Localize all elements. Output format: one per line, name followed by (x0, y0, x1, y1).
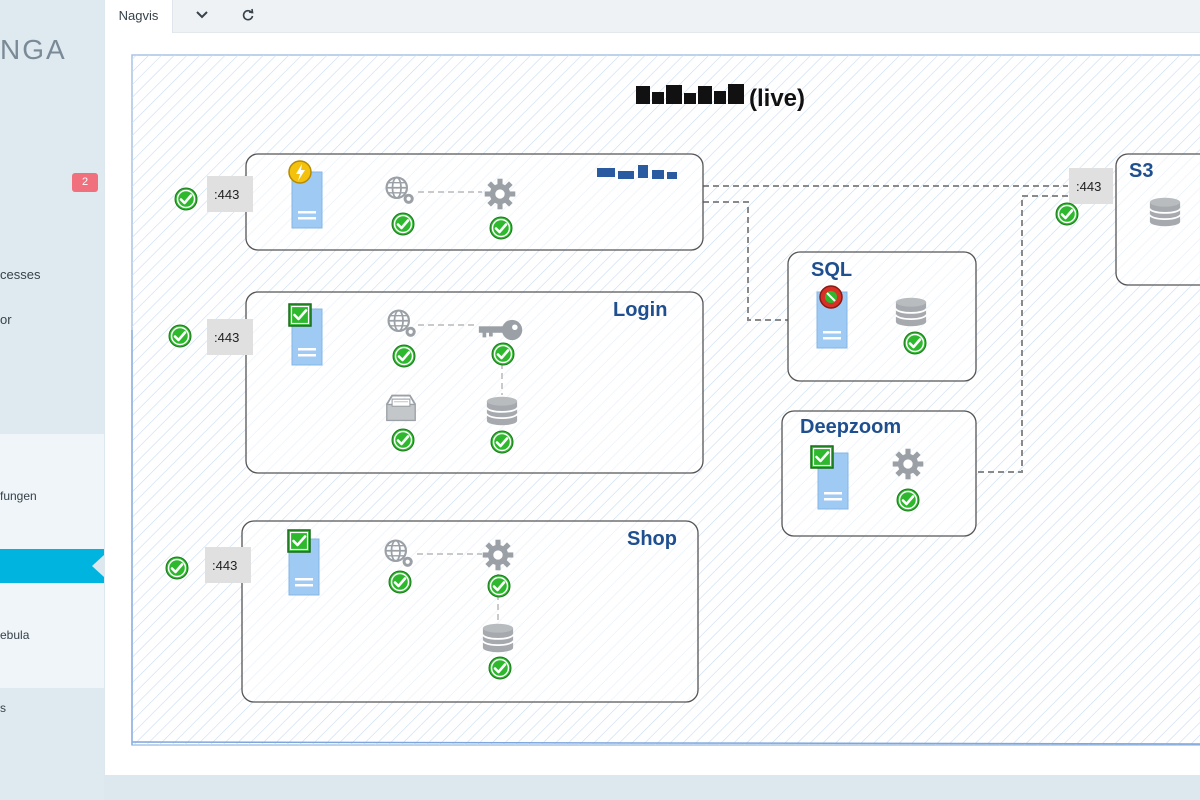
database-icon[interactable] (894, 296, 928, 328)
sidebar-item-nebula[interactable]: ebula (0, 628, 30, 642)
port-label: :443 (212, 558, 237, 573)
active-indicator-arrow (92, 555, 104, 577)
database-icon[interactable] (481, 622, 515, 654)
ok-status-icon[interactable] (174, 187, 198, 211)
tab-nagvis[interactable]: Nagvis (105, 0, 173, 33)
sidebar-item-settings[interactable]: s (0, 701, 6, 715)
chevron-down-icon[interactable] (191, 6, 213, 28)
map-title: (live) (636, 84, 805, 112)
group-box-shop[interactable] (241, 520, 699, 703)
ok-status-icon[interactable] (168, 324, 192, 348)
ok-status-icon[interactable] (391, 212, 415, 236)
ok-status-icon[interactable] (903, 331, 927, 355)
ok-status-icon[interactable] (165, 556, 189, 580)
ok-status-icon[interactable] (896, 488, 920, 512)
group-title-s3: S3 (1129, 160, 1153, 182)
redacted-title-mark (636, 84, 744, 104)
app-logo: NGA (0, 34, 67, 65)
port-labels: :443 :443 :443 :443 (205, 168, 1113, 583)
critical-icon[interactable] (819, 285, 843, 309)
ok-status-icon[interactable] (489, 216, 513, 240)
warning-icon[interactable] (288, 160, 312, 184)
ok-status-icon[interactable] (391, 428, 415, 452)
database-icon[interactable] (485, 395, 519, 427)
ok-status-icon[interactable] (388, 570, 412, 594)
group-box-sql[interactable] (787, 251, 977, 382)
redacted-group-title-mark (597, 165, 677, 179)
group-box-login[interactable] (245, 291, 704, 474)
ok-status-icon[interactable] (487, 574, 511, 598)
sidebar-item-monitor[interactable]: or (0, 312, 12, 327)
group-title-deepzoom: Deepzoom (800, 416, 901, 438)
ok-status-icon[interactable] (491, 342, 515, 366)
gear-icon[interactable] (484, 178, 516, 210)
ok-status-icon[interactable] (1055, 202, 1079, 226)
gear-icon[interactable] (482, 539, 514, 571)
port-label: :443 (1076, 179, 1101, 194)
port-label: :443 (214, 187, 239, 202)
ok-host-icon[interactable] (288, 303, 312, 327)
database-icon[interactable] (1148, 196, 1182, 228)
group-boxes (241, 153, 1200, 703)
group-title-sql: SQL (811, 259, 852, 281)
ok-status-icon[interactable] (392, 344, 416, 368)
tab-bar: Nagvis (105, 0, 1200, 33)
ok-status-icon[interactable] (488, 656, 512, 680)
ok-host-icon[interactable] (810, 445, 834, 469)
notification-badge[interactable]: 2 (72, 173, 98, 192)
sidebar-item-processes[interactable]: cesses (0, 267, 41, 282)
ok-status-icon[interactable] (490, 430, 514, 454)
sidebar-item-active[interactable] (0, 549, 104, 583)
refresh-icon[interactable] (237, 6, 259, 28)
sidebar: NGA 2 cesses or fungen ebula s (0, 0, 104, 800)
port-label: :443 (214, 330, 239, 345)
group-title-login: Login (613, 299, 667, 321)
group-title-shop: Shop (627, 528, 677, 550)
gear-icon[interactable] (892, 448, 924, 480)
ok-host-icon[interactable] (287, 529, 311, 553)
sidebar-item-checks[interactable]: fungen (0, 489, 37, 503)
map-title-text: (live) (749, 85, 805, 112)
